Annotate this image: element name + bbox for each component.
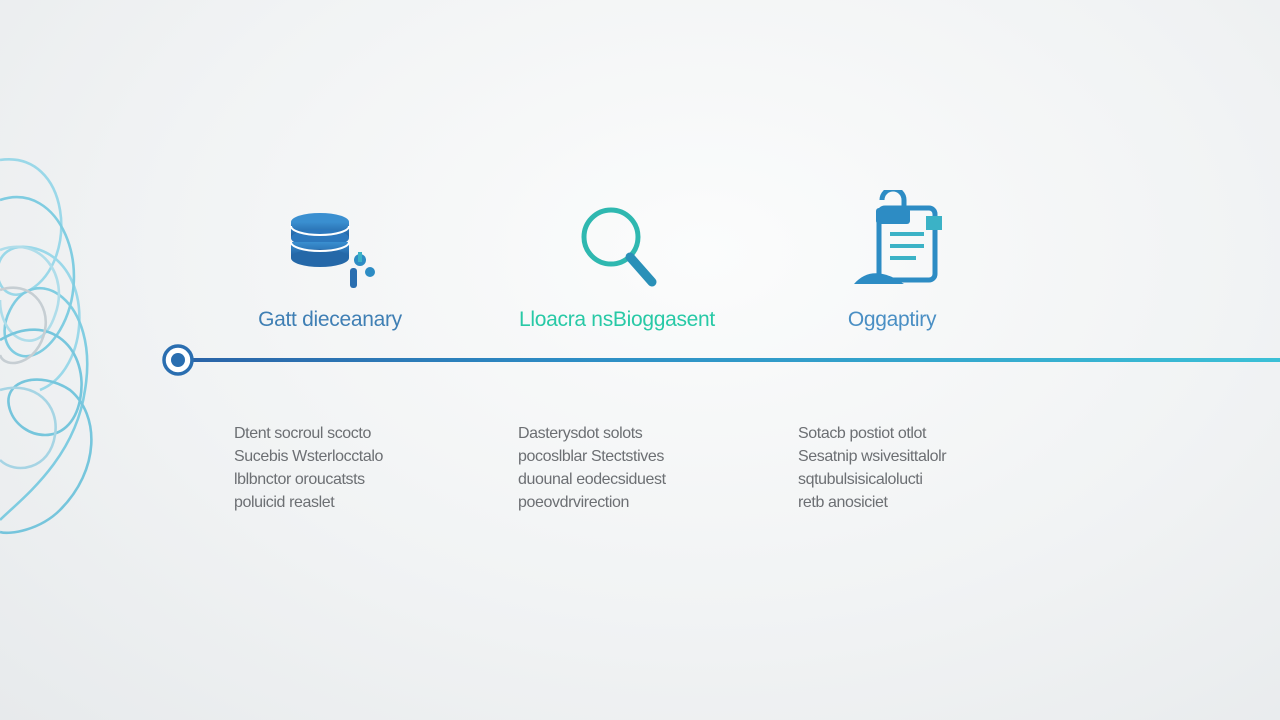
step-description-3: Sotacb postiot otlot Sesatnip wsivesitta… <box>798 425 947 511</box>
step-description-2: Dasterysdot solots pocoslblar Stectstive… <box>518 425 666 511</box>
step-3: Oggaptiry <box>742 190 1042 332</box>
timeline-line <box>178 358 1280 362</box>
step-2: Lloacra nsBioggasent <box>467 190 767 332</box>
step-1: Gatt dieceanary <box>180 190 480 332</box>
step-title-2: Lloacra nsBioggasent <box>519 308 715 331</box>
magnifier-icon <box>581 207 657 287</box>
clipboard-lock-icon <box>854 190 942 284</box>
step-title-1: Gatt dieceanary <box>258 308 402 331</box>
decorative-swirl <box>0 158 93 535</box>
database-icon <box>290 213 375 288</box>
step-title-3: Oggaptiry <box>847 308 937 331</box>
timeline <box>162 344 1280 376</box>
step-description-1: Dtent socroul scocto Sucebis Wsterloccta… <box>234 425 383 511</box>
